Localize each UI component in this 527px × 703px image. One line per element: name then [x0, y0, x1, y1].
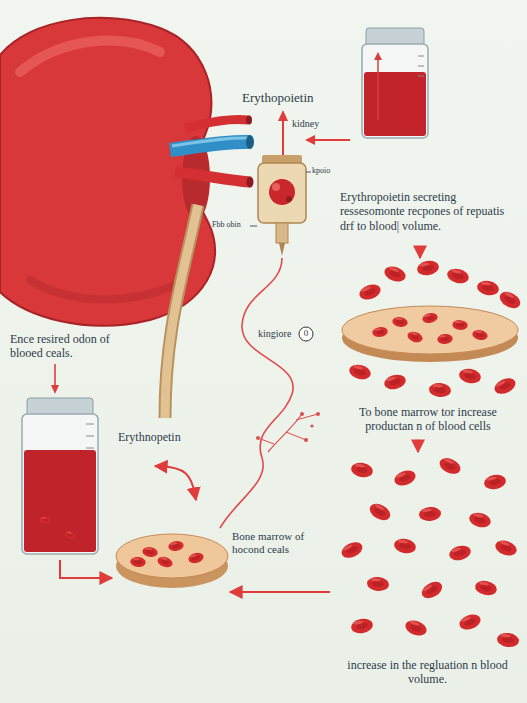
blood-vessel-line [220, 258, 320, 528]
flow-arrow [155, 466, 196, 500]
bone-marrow-dish [116, 534, 228, 588]
dish-panel: Bone marrow of hocond ceals [112, 500, 230, 600]
node-text: Erythropoietin secreting ressesomonte re… [340, 190, 520, 233]
blood-vial [362, 28, 428, 138]
red-blood-cells [339, 259, 523, 648]
dish-panel: To bone marrow tor increase productan n … [330, 258, 525, 440]
epo-device [250, 155, 311, 256]
bone-marrow-dish [342, 306, 518, 362]
flow-arrow [417, 440, 419, 452]
node-text: increase in the regluation n blood volum… [335, 658, 520, 687]
renal-vessels [170, 116, 254, 188]
blood-vial [22, 398, 98, 554]
flow-arrow [419, 250, 421, 258]
illustration-arrows [51, 110, 350, 394]
callout-circle [299, 327, 313, 341]
node-text: Ence resired odon of blooed ceals. [10, 332, 145, 361]
vial-panel: Erythropoietin secreting ressesomonte re… [335, 25, 525, 250]
cells-panel: increase in the regluation n blood volum… [330, 452, 525, 693]
organ-label: kidney [292, 118, 319, 130]
callout-number: 0 [302, 328, 310, 339]
ureter [165, 205, 198, 418]
node-text: To bone marrow tor increase productan n … [338, 405, 518, 434]
hormone-label: Erythnopetin [116, 430, 183, 444]
hormone-label: Erythopoietin [242, 90, 314, 106]
node-text: Bone marrow of hocond ceals [232, 530, 327, 556]
small-label: Fbb obin [212, 220, 241, 230]
small-label: kingiore [258, 328, 291, 340]
flow-arrow [230, 591, 330, 593]
flow-arrow [60, 560, 112, 578]
small-label: kpoio [312, 166, 330, 176]
